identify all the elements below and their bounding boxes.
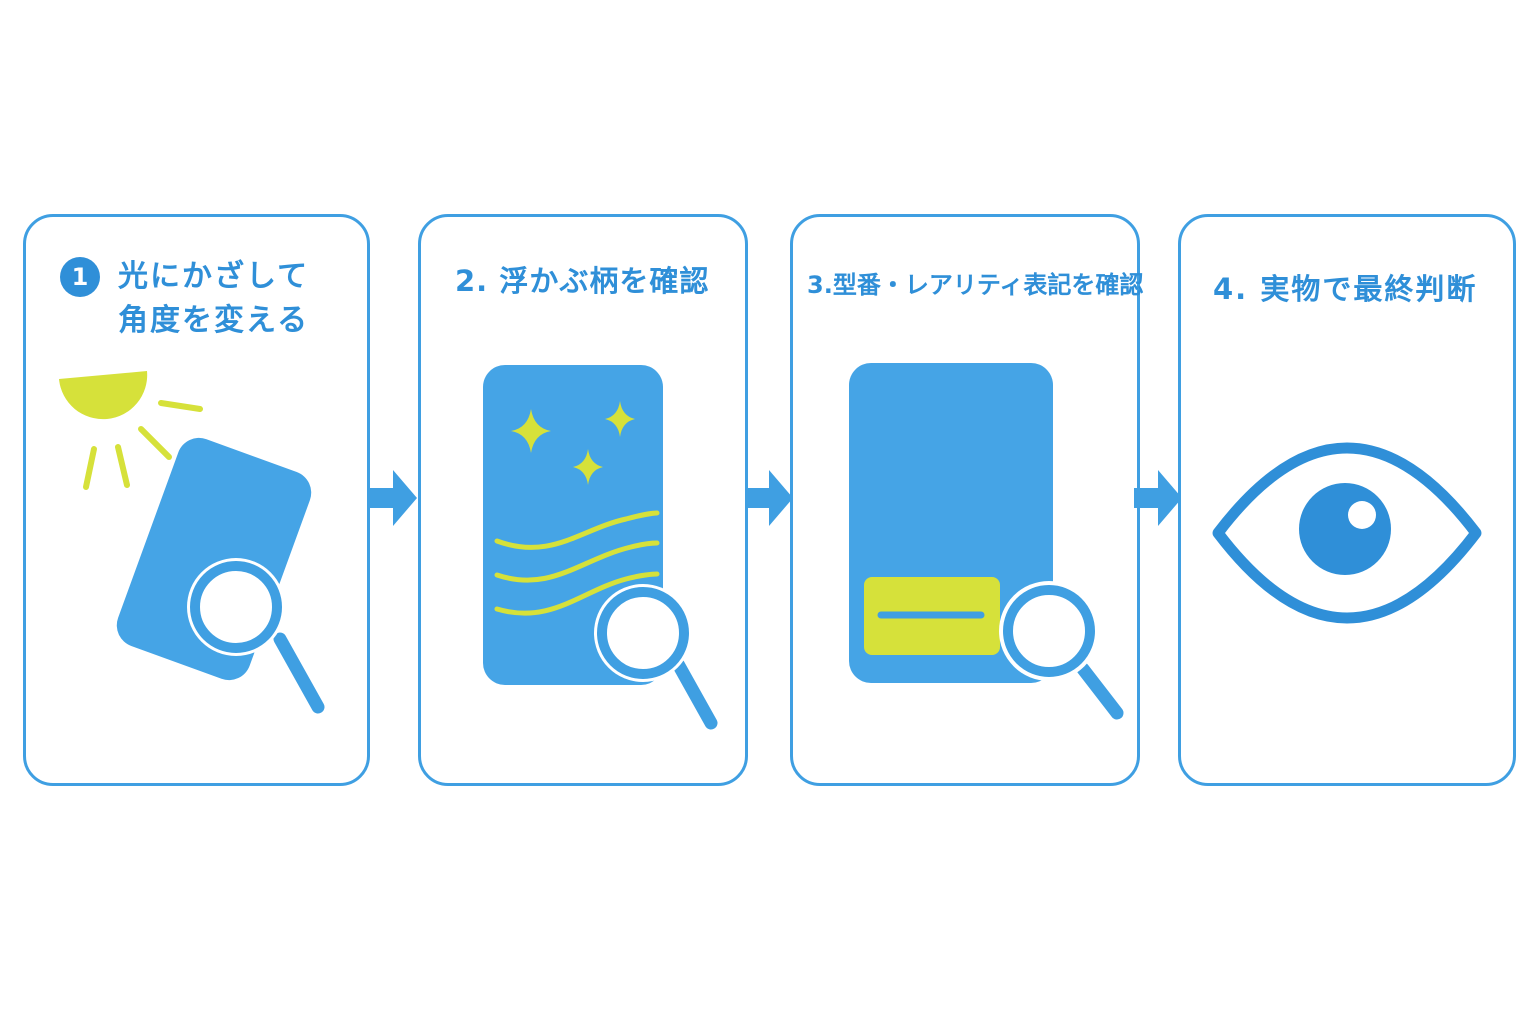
arrow-right-icon [369, 470, 417, 526]
sun-icon [59, 371, 203, 490]
rarity-label-icon [864, 577, 1000, 655]
step-4-title: 4. 実物で最終判断 [1213, 269, 1477, 309]
step-3-number: 3. [807, 271, 833, 299]
pattern-card-illustration [483, 365, 723, 735]
tilt-card-illustration [59, 371, 330, 719]
step-4-text: 実物で最終判断 [1260, 272, 1478, 306]
step-panel-2: 2. 浮かぶ柄を確認 [418, 214, 748, 786]
step-2-text: 浮かぶ柄を確認 [499, 264, 710, 298]
step-number-badge: 1 [60, 257, 100, 297]
arrow-right-icon [1134, 470, 1182, 526]
wave-pattern-icon [494, 510, 660, 616]
magnifier-icon [999, 581, 1129, 725]
step-panel-1: 1 光にかざして 角度を変える [23, 214, 370, 786]
step-panel-3: 3.型番・レアリティ表記を確認 [790, 214, 1143, 786]
eye-icon [1212, 442, 1482, 624]
label-card-illustration [849, 363, 1129, 725]
step-1-title-line1: 光にかざして [118, 259, 310, 294]
step-panel-4: 4. 実物で最終判断 [1178, 214, 1516, 786]
step-2-title: 2. 浮かぶ柄を確認 [455, 261, 709, 301]
magnifier-icon [187, 558, 330, 719]
step-3-text: 型番・レアリティ表記を確認 [832, 271, 1144, 299]
magnifier-icon [594, 584, 723, 735]
step-4-number: 4. [1213, 272, 1249, 306]
step-1-title-line2: 角度を変える [118, 303, 310, 338]
step-3-title: 3.型番・レアリティ表記を確認 [807, 269, 1143, 301]
sparkle-icon [511, 401, 635, 485]
step-2-number: 2. [455, 264, 489, 298]
arrow-right-icon [745, 470, 793, 526]
